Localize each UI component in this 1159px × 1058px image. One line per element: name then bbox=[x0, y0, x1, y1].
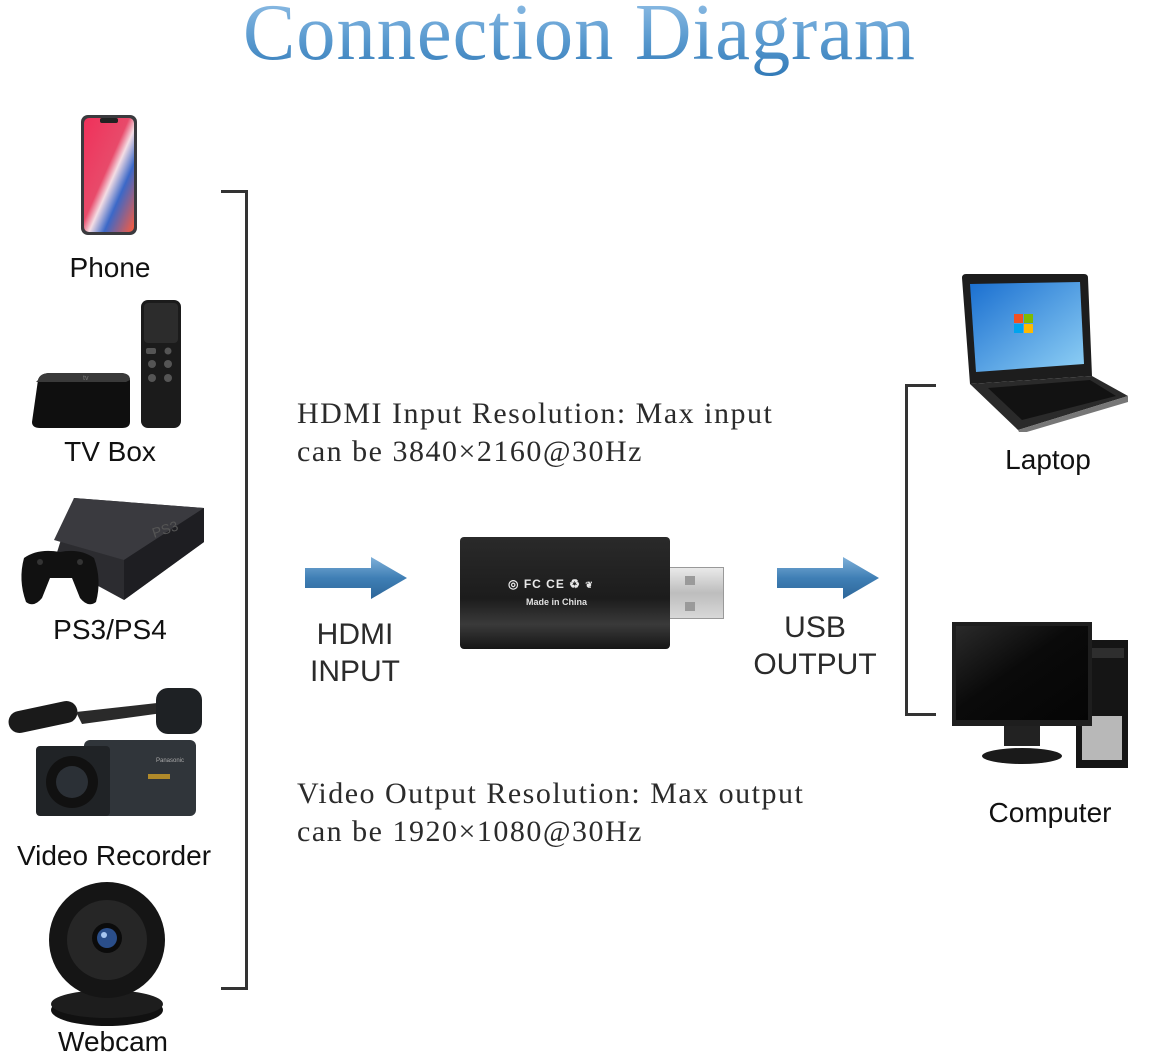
usb-contact bbox=[685, 576, 695, 585]
made-in-china-text: Made in China bbox=[526, 597, 588, 607]
recycling-icon: ♻ bbox=[569, 577, 581, 591]
hdmi-input-label: HDMI INPUT bbox=[292, 616, 418, 690]
tv-box-icon: tv bbox=[28, 300, 188, 432]
output-note-line2: can be 1920×1080@30Hz bbox=[297, 815, 643, 848]
device-label-computer: Computer bbox=[988, 797, 1112, 828]
usb-contact bbox=[685, 602, 695, 611]
usb-output-label-line2: OUTPUT bbox=[753, 648, 877, 681]
input-note-line1: HDMI Input Resolution: Max input bbox=[297, 397, 774, 430]
usb-output-label: USB OUTPUT bbox=[740, 609, 890, 683]
input-note-line2: can be 3840×2160@30Hz bbox=[297, 435, 643, 468]
svg-text:Panasonic: Panasonic bbox=[156, 758, 184, 764]
laptop-icon bbox=[958, 272, 1130, 432]
hdmi-input-arrow-icon bbox=[305, 557, 409, 599]
hdmi-usb-capture-adapter: ◎ FC CE ♻ ❦ Made in China bbox=[460, 537, 726, 651]
output-resolution-note: Video Output Resolution: Max output can … bbox=[297, 775, 804, 851]
adapter-body: ◎ FC CE ♻ ❦ Made in China bbox=[460, 537, 670, 649]
hdmi-input-label-line2: INPUT bbox=[310, 655, 400, 688]
recycle-icon: ◎ bbox=[508, 577, 520, 591]
usb-output-label-line1: USB bbox=[784, 611, 846, 644]
device-label-phone: Phone bbox=[69, 252, 151, 283]
game-console-icon: PS3 bbox=[14, 490, 206, 610]
rohs-leaf-icon: ❦ bbox=[585, 580, 594, 590]
certification-marks: ◎ FC CE ♻ ❦ bbox=[508, 577, 594, 591]
camcorder-icon: Panasonic bbox=[6, 688, 206, 824]
device-label-tv-box: TV Box bbox=[64, 436, 156, 467]
usb-plug bbox=[660, 567, 724, 619]
svg-text:PS3: PS3 bbox=[150, 517, 180, 540]
input-resolution-note: HDMI Input Resolution: Max input can be … bbox=[297, 395, 773, 471]
output-note-line1: Video Output Resolution: Max output bbox=[297, 777, 805, 810]
page-title: Connection Diagram bbox=[12, 0, 1148, 79]
webcam-icon bbox=[44, 880, 174, 1028]
device-label-ps3-ps4: PS3/PS4 bbox=[53, 614, 167, 645]
fc-ce-marks: FC CE bbox=[523, 577, 565, 591]
usb-output-arrow-icon bbox=[777, 557, 881, 599]
device-label-webcam: Webcam bbox=[58, 1026, 168, 1057]
device-label-laptop: Laptop bbox=[1005, 444, 1091, 475]
input-devices-bracket bbox=[221, 190, 248, 990]
device-label-video-recorder: Video Recorder bbox=[16, 840, 212, 871]
output-devices-bracket bbox=[905, 384, 936, 716]
phone-icon bbox=[80, 114, 138, 236]
hdmi-input-label-line1: HDMI bbox=[316, 618, 394, 651]
svg-text:tv: tv bbox=[83, 375, 89, 382]
desktop-computer-icon bbox=[940, 618, 1132, 770]
